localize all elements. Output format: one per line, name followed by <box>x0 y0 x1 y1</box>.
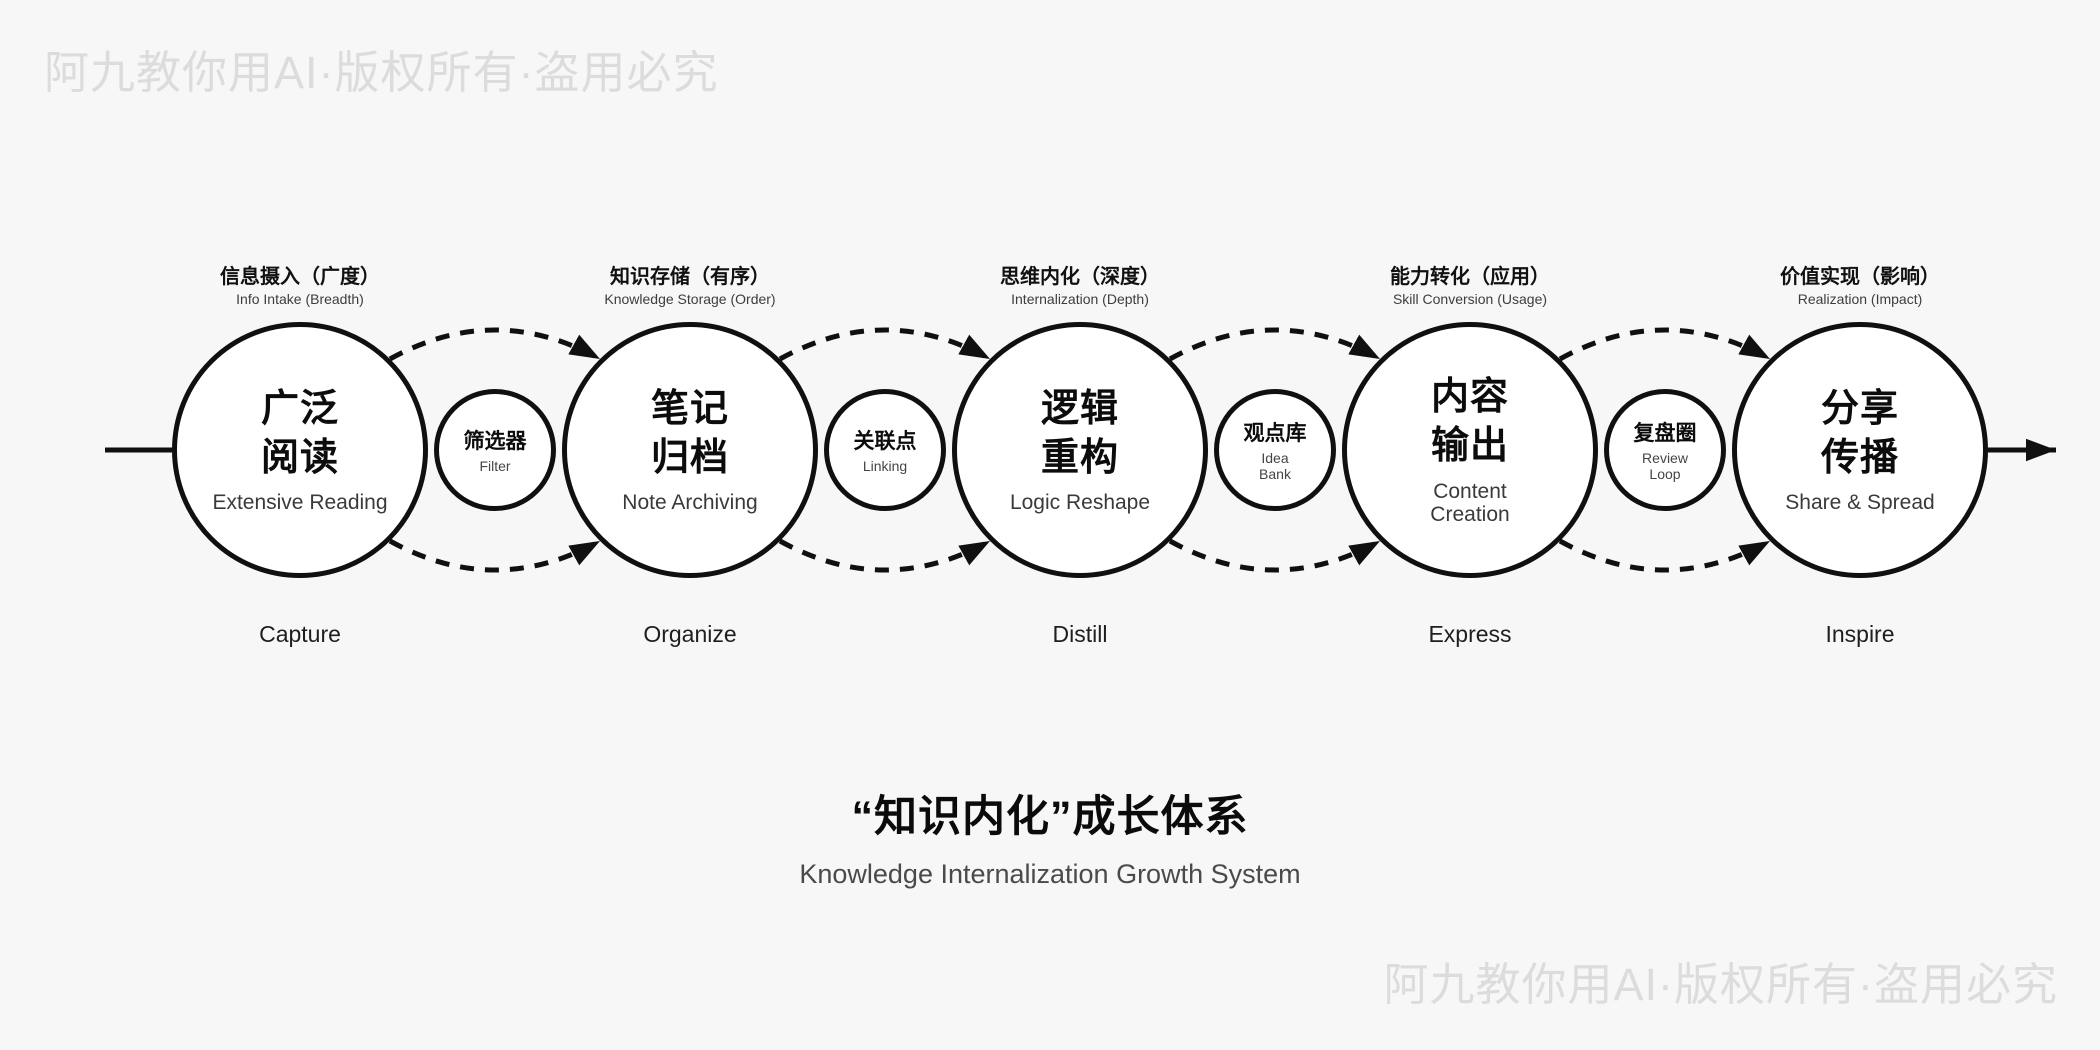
stage-circle: 内容 输出 Content Creation <box>1342 322 1598 578</box>
stage-label-en: Knowledge Storage (Order) <box>604 291 776 307</box>
stage-label-zh: 知识存储（有序） <box>610 266 770 288</box>
stage-circle-title-en: Logic Reshape <box>1009 491 1151 515</box>
diagram-title: “知识内化”成长体系 Knowledge Internalization Gro… <box>0 782 2100 890</box>
connector-label-zh: 筛选器 <box>463 430 527 454</box>
connector-linking: 关联点 Linking <box>824 389 946 511</box>
connector-label-en: Filter <box>479 458 511 475</box>
connector-label-en: Review Loop <box>1642 450 1688 482</box>
stage-circle: 分享 传播 Share & Spread <box>1732 322 1988 578</box>
diagram-title-zh: “知识内化”成长体系 <box>851 793 1249 841</box>
stage-express: 能力转化（应用） Skill Conversion (Usage) 内容 输出 … <box>1275 0 1665 1050</box>
watermark-top-left: 阿九教你用AI·版权所有·盗用必究 <box>44 47 719 98</box>
stage-capture: 信息摄入（广度） Info Intake (Breadth) 广泛 阅读 Ext… <box>105 0 495 1050</box>
stage-circle-title-zh: 内容 输出 <box>1430 376 1509 467</box>
stage-label-en: Realization (Impact) <box>1797 291 1923 307</box>
stage-label-zh: 思维内化（深度） <box>1000 266 1160 288</box>
connector-filter: 筛选器 Filter <box>434 389 556 511</box>
stage-circle-title-zh: 笔记 归档 <box>650 388 729 479</box>
stage-distill: 思维内化（深度） Internalization (Depth) 逻辑 重构 L… <box>885 0 1275 1050</box>
stage-circle-title-en: Share & Spread <box>1785 491 1935 515</box>
stage-label-en: Skill Conversion (Usage) <box>1392 291 1548 307</box>
stage-keyword: Capture <box>259 621 341 647</box>
flow-arc-top-4 <box>1558 327 1772 362</box>
connector-label-en: Idea Bank <box>1259 450 1291 482</box>
connector-label-en: Linking <box>862 458 908 475</box>
stage-label-zh: 能力转化（应用） <box>1390 266 1550 288</box>
stage-circle-title-zh: 分享 传播 <box>1820 388 1899 479</box>
connector-label-zh: 复盘圈 <box>1633 422 1697 446</box>
flow-arc-bottom-3 <box>1168 538 1382 573</box>
connector-idea-bank: 观点库 Idea Bank <box>1214 389 1336 511</box>
stage-label-en: Internalization (Depth) <box>1011 291 1149 307</box>
flow-arc-bottom-2 <box>778 538 992 573</box>
stage-circle: 广泛 阅读 Extensive Reading <box>172 322 428 578</box>
stage-keyword: Distill <box>1052 621 1108 647</box>
stage-label-zh: 信息摄入（广度） <box>220 266 380 288</box>
flow-arc-bottom-4 <box>1558 538 1772 573</box>
stage-circle-title-zh: 广泛 阅读 <box>260 388 339 479</box>
connector-review-loop: 复盘圈 Review Loop <box>1604 389 1726 511</box>
stage-circle: 逻辑 重构 Logic Reshape <box>952 322 1208 578</box>
stage-circle-title-en: Extensive Reading <box>212 491 388 515</box>
stage-circle-title-zh: 逻辑 重构 <box>1040 388 1119 479</box>
watermark-bottom-right: 阿九教你用AI·版权所有·盗用必究 <box>1383 959 2058 1010</box>
stage-organize: 知识存储（有序） Knowledge Storage (Order) 笔记 归档… <box>495 0 885 1050</box>
stage-label-zh: 价值实现（影响） <box>1780 266 1940 288</box>
flow-arc-top-3 <box>1168 327 1382 362</box>
stage-circle: 笔记 归档 Note Archiving <box>562 322 818 578</box>
stage-keyword: Express <box>1428 621 1512 647</box>
stage-label-en: Info Intake (Breadth) <box>236 291 364 307</box>
flow-arc-bottom-1 <box>388 538 602 573</box>
stage-circle-title-en: Content Creation <box>1430 479 1510 527</box>
stage-circle-title-en: Note Archiving <box>622 491 758 515</box>
flow-arc-top-2 <box>778 327 992 362</box>
stage-keyword: Organize <box>643 621 737 647</box>
connector-label-zh: 观点库 <box>1243 422 1307 446</box>
connector-label-zh: 关联点 <box>853 430 917 454</box>
flow-arc-top-1 <box>388 327 602 362</box>
stage-inspire: 价值实现（影响） Realization (Impact) 分享 传播 Shar… <box>1665 0 2055 1050</box>
diagram-title-en: Knowledge Internalization Growth System <box>799 859 1301 889</box>
stage-keyword: Inspire <box>1825 621 1895 647</box>
